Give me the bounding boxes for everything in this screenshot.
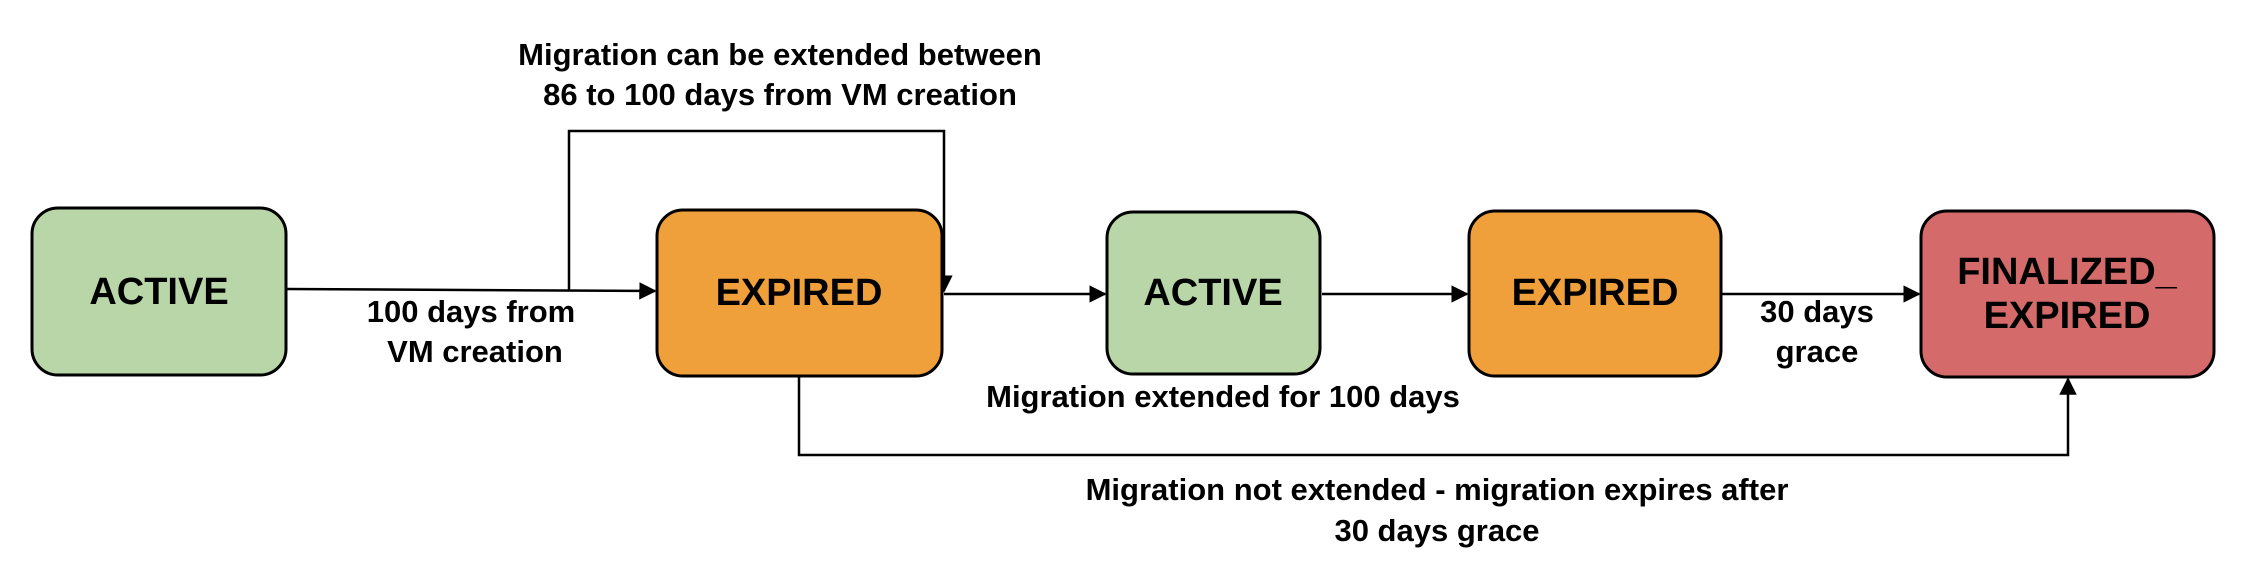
state-node-finalized-expired: FINALIZED_ EXPIRED <box>1919 209 2216 379</box>
node-box-active-1 <box>30 206 288 377</box>
node-label-expired-1: EXPIRED <box>716 272 883 314</box>
node-box-expired-1 <box>655 208 944 378</box>
edge-label-grace-line1: 30 days <box>1760 294 1874 329</box>
state-node-active-1: ACTIVE <box>30 206 288 377</box>
edge-extension-window-loop <box>567 129 953 293</box>
edge-label-not-extended-line1: Migration not extended - migration expir… <box>1086 472 1789 507</box>
node-label-expired-2: EXPIRED <box>1512 272 1679 314</box>
state-node-expired-1: EXPIRED <box>655 208 944 378</box>
node-box-finalized-expired <box>1919 209 2216 379</box>
edge-active1-to-expired1 <box>285 282 657 300</box>
node-box-expired-2 <box>1467 209 1723 378</box>
edge-label-creation-line2: VM creation <box>387 334 563 369</box>
edge-label-extension-window-line1: Migration can be extended between <box>518 37 1042 72</box>
edge-label-creation-line1: 100 days from <box>367 294 576 329</box>
edge-label-not-extended-line2: 30 days grace <box>1334 513 1539 548</box>
edge-expired1-to-finalized-bottom <box>797 376 2077 457</box>
node-label-active-2: ACTIVE <box>1143 272 1282 314</box>
node-label-finalized-line1: FINALIZED_ <box>1957 251 2177 293</box>
node-label-active-1: ACTIVE <box>89 271 228 313</box>
state-node-active-2: ACTIVE <box>1105 210 1322 376</box>
node-box-active-2 <box>1105 210 1322 376</box>
node-label-finalized-line2: EXPIRED <box>1984 295 2151 337</box>
edge-label-grace-line2: grace <box>1776 334 1859 369</box>
edge-label-extension-window-line2: 86 to 100 days from VM creation <box>543 77 1017 112</box>
state-node-expired-2: EXPIRED <box>1467 209 1723 378</box>
edge-label-extended: Migration extended for 100 days <box>986 379 1460 414</box>
